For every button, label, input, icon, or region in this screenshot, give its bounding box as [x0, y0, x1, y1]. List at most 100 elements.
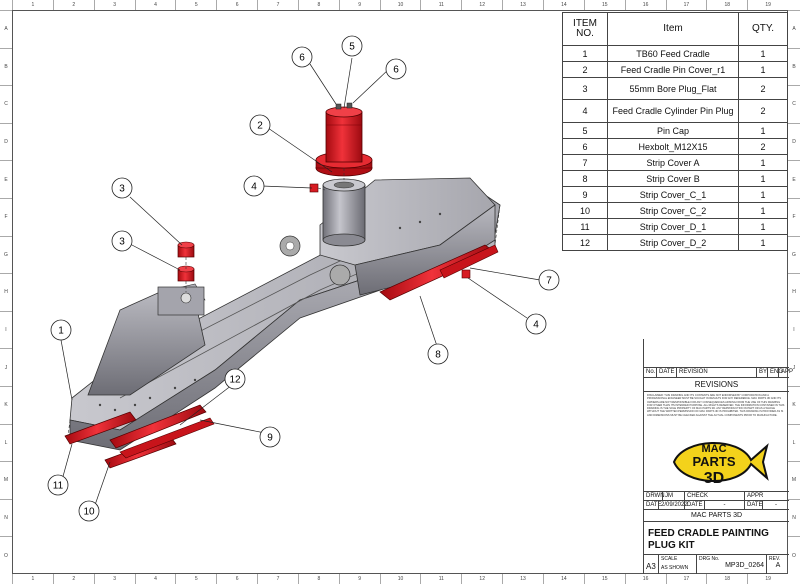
zone-label: H	[788, 273, 800, 311]
balloon-number: 6	[393, 65, 399, 76]
zone-label: J	[788, 348, 800, 386]
zone-label: 18	[706, 0, 747, 10]
bom-cell-item: Feed Cradle Pin Cover_r1	[607, 61, 739, 78]
zone-label: 12	[461, 574, 502, 584]
zone-label: B	[788, 47, 800, 86]
bom-cell-qty: 1	[738, 170, 788, 187]
zone-label: 7	[257, 574, 298, 584]
zone-label: L	[0, 423, 12, 462]
zone-label: 15	[583, 574, 625, 584]
balloon-number: 4	[251, 182, 257, 193]
balloon-number: 9	[267, 433, 273, 444]
bom-cell-qty: 1	[738, 154, 788, 171]
balloon-item-9: 9	[259, 426, 281, 448]
zone-label: M	[0, 461, 12, 499]
bom-cell-item: Pin Cap	[607, 122, 739, 139]
zone-label: 13	[502, 574, 543, 584]
zone-label: 19	[747, 0, 788, 10]
bom-cell-item: Strip Cover_C_2	[607, 202, 739, 219]
bom-cell-item: Strip Cover_D_1	[607, 218, 739, 235]
zone-label: 9	[338, 574, 380, 584]
balloon-number: 7	[546, 276, 552, 287]
balloon-item-3: 3	[111, 177, 133, 199]
bom-cell-no: 1	[562, 45, 608, 62]
check-label: CHECK	[684, 492, 744, 500]
zone-label: J	[0, 348, 12, 386]
zone-label: 19	[747, 574, 788, 584]
zone-label: 18	[706, 574, 747, 584]
bom-cell-no: 3	[562, 77, 608, 100]
rev-value: A	[775, 562, 781, 569]
balloon-item-5: 5	[341, 35, 363, 57]
zone-label: G	[0, 235, 12, 274]
balloon-item-11: 11	[47, 474, 69, 496]
zone-label: I	[788, 310, 800, 349]
zone-label: A	[0, 10, 12, 48]
date3-label: DATE	[744, 501, 763, 509]
zone-label: 6	[216, 574, 257, 584]
drwn-label: DRWN	[646, 493, 665, 499]
bom-cell-no: 10	[562, 202, 608, 219]
balloon-item-1: 1	[50, 319, 72, 341]
rev-col-revision: REVISION	[676, 368, 756, 377]
zone-label: 10	[379, 0, 421, 10]
mac-parts-3d-logo: MAC PARTS 3D	[672, 442, 769, 487]
bom-cell-qty: 2	[738, 99, 788, 123]
zone-label: 3	[93, 0, 135, 10]
leader-lines	[60, 57, 541, 506]
bom-cell-item: 55mm Bore Plug_Flat	[607, 77, 739, 100]
drawing-title-row: FEED CRADLE PAINTING PLUG KIT	[644, 521, 789, 554]
disclaimer-notes: DISCLAIMER: THIS DRAWING AND ITS CONTENT…	[647, 394, 785, 417]
feed-cradle-body	[69, 177, 501, 451]
bom-cell-item: Hexbolt_M12X15	[607, 138, 739, 155]
zone-label: O	[0, 536, 12, 574]
bom-cell-no: 5	[562, 122, 608, 139]
drawn-row: DRWN JM CHECK APPR	[644, 491, 789, 500]
balloon-item-4: 4	[525, 313, 547, 335]
zone-label: K	[788, 385, 800, 424]
balloon-number: 2	[257, 121, 263, 132]
balloon-item-3: 3	[111, 230, 133, 252]
bom-cell-no: 7	[562, 154, 608, 171]
rev-col-by: BY	[756, 368, 767, 377]
zone-label: 14	[542, 0, 584, 10]
zone-label: 16	[624, 0, 666, 10]
zone-label: B	[0, 47, 12, 86]
company-name: MAC PARTS 3D	[690, 512, 743, 519]
balloon-item-10: 10	[78, 500, 100, 522]
zone-label: A	[788, 10, 800, 48]
zone-label: N	[788, 498, 800, 537]
bom-header-item-no: ITEM NO.	[562, 12, 608, 46]
rev-col-app: APP	[778, 368, 793, 377]
zone-label: L	[788, 423, 800, 462]
balloon-item-6: 6	[291, 46, 313, 68]
zone-label: 4	[134, 0, 176, 10]
revision-header-row: No. DATE REVISION BY ENG APP	[644, 367, 793, 377]
date-row: DATE 2/09/2022 DATE - DATE -	[644, 500, 789, 509]
bom-cell-qty: 1	[738, 61, 788, 78]
balloon-number: 3	[119, 184, 125, 195]
bom-cell-qty: 1	[738, 122, 788, 139]
assembly-view	[60, 57, 541, 506]
bom-cell-qty: 2	[738, 77, 788, 100]
balloon-number: 3	[119, 237, 125, 248]
drawing-number-row: A3 SCALE AS SHOWN DRG No. MP3D_0264 REV.…	[644, 554, 789, 574]
zone-label: M	[788, 461, 800, 499]
zone-label: 1	[12, 0, 53, 10]
zone-label: 15	[583, 0, 625, 10]
bom-cell-no: 4	[562, 99, 608, 123]
bom-cell-item: Strip Cover_C_1	[607, 186, 739, 203]
zone-label: N	[0, 498, 12, 537]
bom-cell-no: 8	[562, 170, 608, 187]
balloon-number: 5	[349, 42, 355, 53]
